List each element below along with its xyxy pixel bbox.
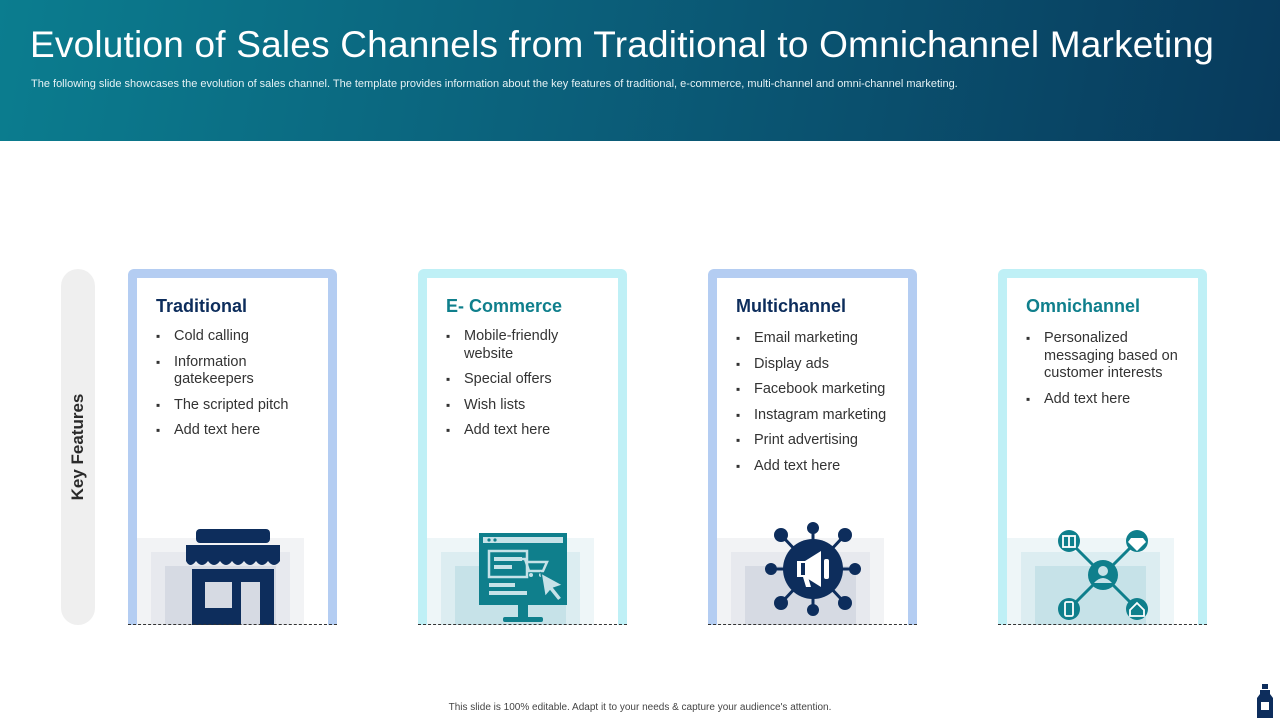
list-item: Cold calling xyxy=(156,328,316,346)
list-item: Add text here xyxy=(446,422,606,440)
storefront-icon xyxy=(185,529,280,625)
card-title: E- Commerce xyxy=(446,296,563,316)
list-item: Add text here xyxy=(1026,391,1186,409)
page-subtitle: The following slide showcases the evolut… xyxy=(31,78,958,90)
header-banner: Evolution of Sales Channels from Traditi… xyxy=(0,0,1280,141)
bottle-logo-icon xyxy=(1257,684,1273,718)
card-title: Multichannel xyxy=(736,296,847,316)
card-title: Traditional xyxy=(156,296,248,316)
page-title: Evolution of Sales Channels from Traditi… xyxy=(30,24,1215,65)
list-item: Instagram marketing xyxy=(736,407,896,425)
list-item: Facebook marketing xyxy=(736,381,896,399)
list-item: Personalized messaging based on customer… xyxy=(1026,330,1186,383)
divider xyxy=(418,624,627,625)
online-shopping-monitor-icon xyxy=(478,533,567,622)
list-item: Email marketing xyxy=(736,330,896,348)
card-title: Omnichannel xyxy=(1026,296,1141,316)
card-omnichannel: Omnichannel Personalized messaging based… xyxy=(998,269,1207,625)
list-item: Display ads xyxy=(736,356,896,374)
list-item: Add text here xyxy=(736,458,896,476)
feature-list: Cold calling Information gatekeepers The… xyxy=(156,328,316,448)
card-traditional: Traditional Cold calling Information gat… xyxy=(128,269,337,625)
list-item: Special offers xyxy=(446,371,606,389)
feature-list: Mobile-friendly website Special offers W… xyxy=(446,328,606,448)
footer-note: This slide is 100% editable. Adapt it to… xyxy=(448,702,832,713)
key-features-pill xyxy=(61,269,95,625)
list-item: Print advertising xyxy=(736,432,896,450)
customer-network-icon xyxy=(1057,530,1148,620)
card-ecommerce: E- Commerce Mobile-friendly website Spec… xyxy=(418,269,627,625)
card-multichannel: Multichannel Email marketing Display ads… xyxy=(708,269,917,625)
divider xyxy=(708,624,917,625)
megaphone-network-icon xyxy=(764,522,861,616)
list-item: Information gatekeepers xyxy=(156,354,316,389)
feature-list: Personalized messaging based on customer… xyxy=(1026,330,1186,416)
key-features-label: Key Features xyxy=(68,393,87,501)
list-item: Mobile-friendly website xyxy=(446,328,606,363)
list-item: Add text here xyxy=(156,422,316,440)
list-item: The scripted pitch xyxy=(156,397,316,415)
list-item: Wish lists xyxy=(446,397,606,415)
feature-list: Email marketing Display ads Facebook mar… xyxy=(736,330,896,483)
divider xyxy=(128,624,337,625)
divider xyxy=(998,624,1207,625)
